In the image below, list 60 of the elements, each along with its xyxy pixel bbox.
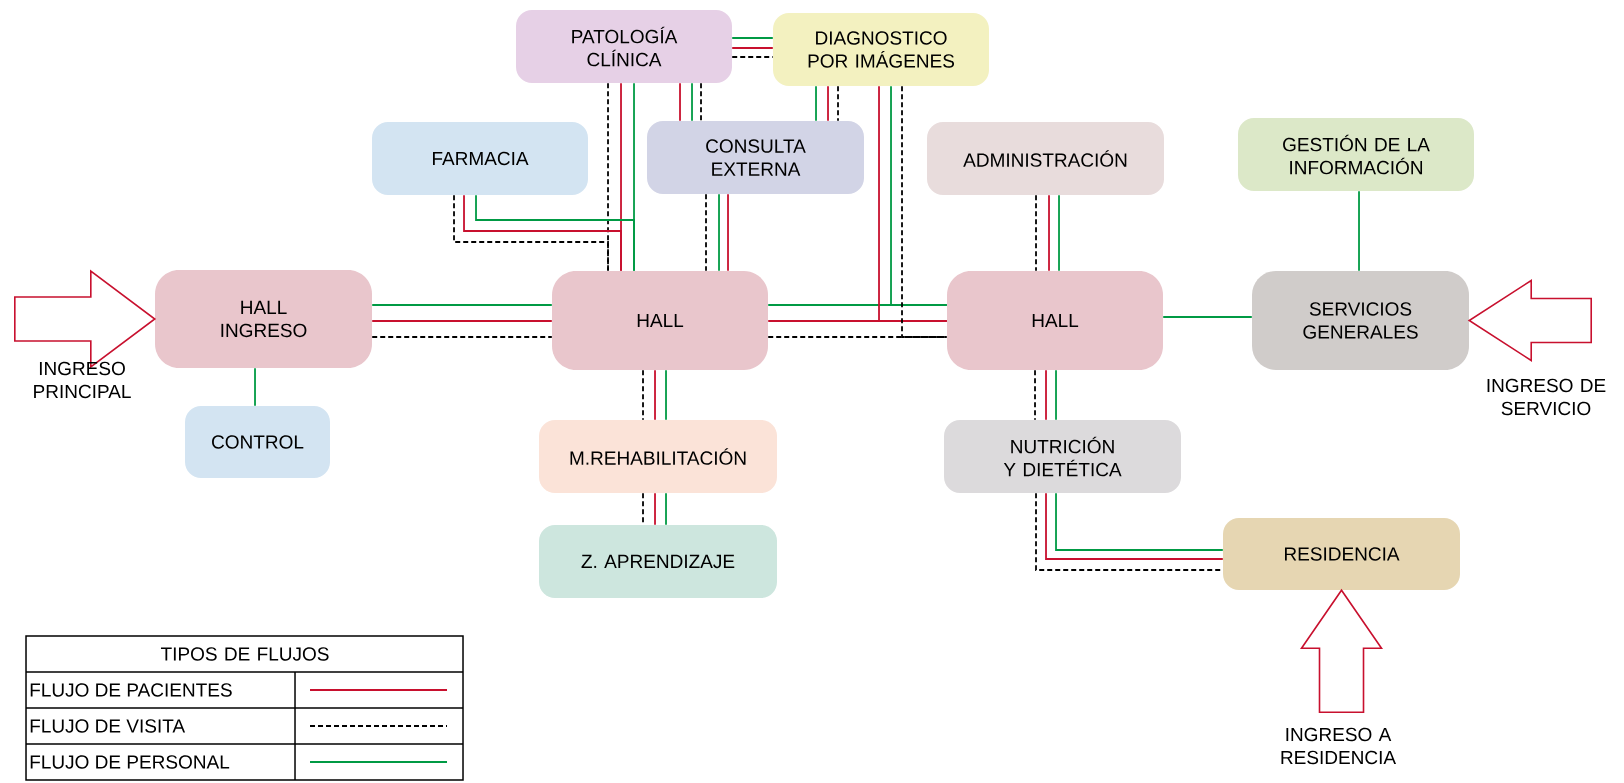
- flow-line: [665, 492, 667, 526]
- flow-line: [607, 82, 609, 272]
- flow-line: [878, 85, 948, 322]
- flow-line: [665, 369, 667, 421]
- area-box: GESTIÓN DE LA INFORMACIÓN: [1238, 118, 1474, 191]
- flow-line: [1048, 194, 1050, 272]
- area-box: HALL INGRESO: [155, 270, 372, 368]
- flow-line: [371, 320, 553, 322]
- flow-line: [654, 492, 656, 526]
- area-box: CONSULTA EXTERNA: [647, 121, 864, 194]
- area-box: Z. APRENDIZAJE: [539, 525, 777, 598]
- flow-line: [371, 304, 553, 306]
- legend-text: FLUJO DE PERSONAL: [30, 755, 230, 769]
- entrance-label: INGRESO A RESIDENCIA: [1281, 727, 1396, 765]
- entrance-label: INGRESO PRINCIPAL: [34, 361, 131, 399]
- flow-line: [718, 193, 720, 272]
- flow-line: [1055, 369, 1057, 421]
- flow-line: [254, 367, 256, 407]
- flow-line: [727, 193, 729, 272]
- flow-line: [1045, 369, 1047, 421]
- flow-line: [815, 85, 817, 122]
- flow-line: [1055, 492, 1224, 551]
- area-box: HALL: [947, 271, 1163, 370]
- area-box: CONTROL: [185, 406, 330, 478]
- flow-line: [705, 193, 707, 272]
- flow-line: [691, 82, 693, 122]
- flow-line: [371, 336, 553, 338]
- area-box: FARMACIA: [372, 122, 588, 195]
- area-box: PATOLOGÍA CLÍNICA: [516, 10, 732, 83]
- area-box: SERVICIOS GENERALES: [1252, 271, 1469, 370]
- flow-line: [890, 85, 948, 306]
- area-box: HALL: [552, 271, 768, 370]
- entrance-arrow: [14, 269, 157, 369]
- entrance-arrow: [1467, 279, 1592, 362]
- flow-line: [679, 82, 681, 122]
- flow-line: [1035, 194, 1037, 272]
- flow-line: [837, 85, 839, 122]
- legend-text: FLUJO DE VISITA: [30, 719, 186, 733]
- area-box: DIAGNOSTICO POR IMÁGENES: [773, 13, 989, 86]
- flow-line: [731, 37, 774, 39]
- area-box: RESIDENCIA: [1223, 518, 1460, 590]
- flow-line: [1058, 194, 1060, 272]
- area-box: ADMINISTRACIÓN: [927, 122, 1164, 195]
- entrance-label: INGRESO DE SERVICIO: [1487, 378, 1606, 416]
- flow-line: [1358, 190, 1360, 272]
- flow-line: [827, 85, 829, 122]
- flow-line: [767, 336, 948, 338]
- area-box: M.REHABILITACIÓN: [539, 420, 777, 493]
- flow-line: [731, 56, 774, 58]
- flow-line: [1045, 492, 1224, 560]
- flow-line: [642, 369, 644, 421]
- area-box: NUTRICIÓN Y DIETÉTICA: [944, 420, 1181, 493]
- flow-line: [1162, 316, 1253, 318]
- flow-line: [700, 82, 702, 122]
- legend-text: FLUJO DE PACIENTES: [30, 683, 232, 697]
- flow-line: [731, 47, 774, 49]
- flow-line: [654, 369, 656, 421]
- entrance-arrow: [1300, 588, 1384, 713]
- flow-line: [1034, 369, 1036, 421]
- legend-title: TIPOS DE FLUJOS: [161, 647, 329, 661]
